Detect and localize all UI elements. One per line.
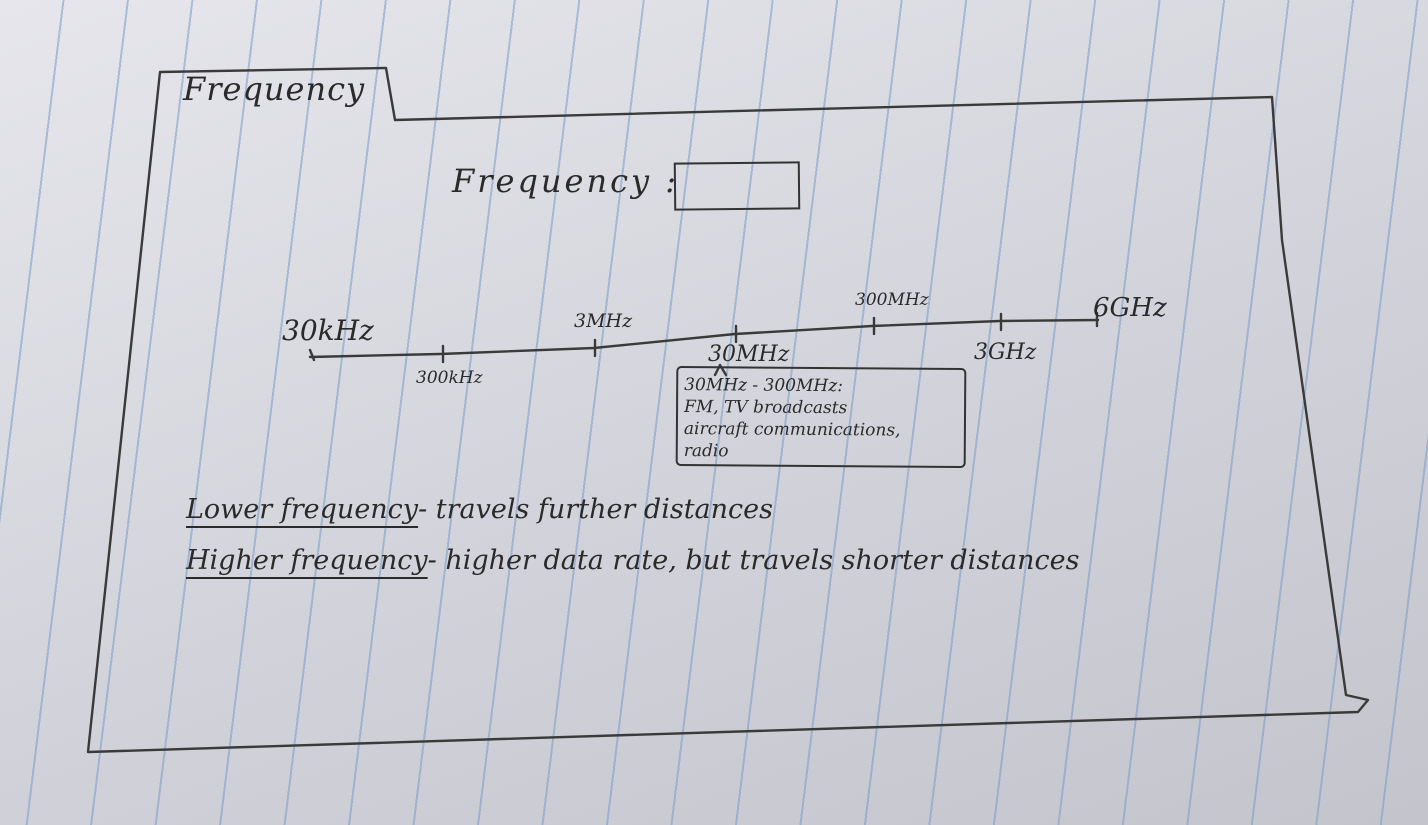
frequency-range-tooltip: 30MHz - 300MHz: FM, TV broadcasts aircra… xyxy=(675,365,967,469)
note-lower-frequency: Lower frequency- travels further distanc… xyxy=(186,494,773,525)
tab-title[interactable]: Frequency xyxy=(183,70,366,108)
note-text: - travels further distances xyxy=(418,494,773,525)
note-term: Higher frequency xyxy=(186,545,428,576)
tick-30khz xyxy=(308,348,316,362)
note-term: Lower frequency xyxy=(186,494,419,525)
tooltip-range: 30MHz - 300MHz: xyxy=(684,375,844,397)
scale-label-300mhz: 300MHz xyxy=(855,290,929,310)
scale-label-6ghz: 6GHz xyxy=(1093,293,1167,323)
note-higher-frequency: Higher frequency- higher data rate, but … xyxy=(186,545,1079,576)
tooltip-line: radio xyxy=(683,441,729,462)
frequency-label: Frequency : xyxy=(452,162,680,200)
note-text: - higher data rate, but travels shorter … xyxy=(427,545,1080,576)
tab-panel-frame xyxy=(86,66,1370,754)
scale-label-30mhz: 30MHz xyxy=(708,342,790,367)
tooltip-line: aircraft communications, xyxy=(683,419,901,441)
scale-label-3mhz: 3MHz xyxy=(574,310,633,332)
tooltip-pointer xyxy=(713,363,728,377)
scale-label-300khz: 300kHz xyxy=(416,368,483,388)
scale-label-3ghz: 3GHz xyxy=(974,340,1037,365)
tooltip-line: FM, TV broadcasts xyxy=(683,397,848,419)
scale-label-30khz: 30kHz xyxy=(282,314,374,347)
frequency-input[interactable] xyxy=(673,161,801,211)
